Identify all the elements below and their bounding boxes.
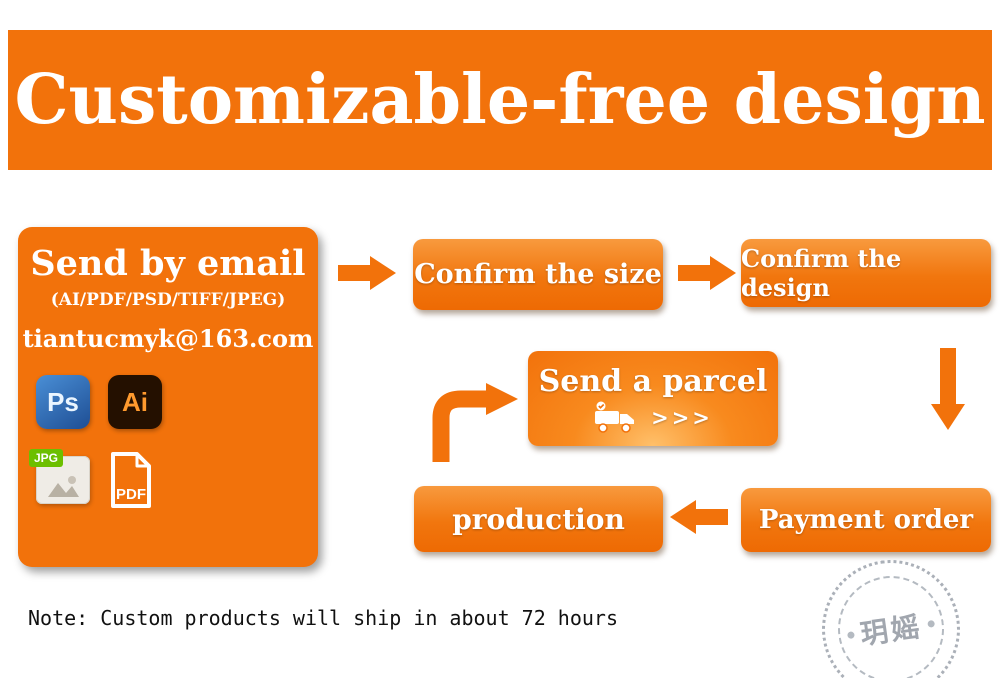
- step-production: production: [414, 486, 663, 552]
- page-title: Customizable-free design: [14, 60, 986, 140]
- arrow-head: [931, 404, 965, 430]
- illustrator-icon-label: Ai: [122, 386, 148, 417]
- arrow-head: [710, 256, 736, 290]
- jpg-file-icon: JPG: [29, 449, 90, 504]
- seal-outer-ring: 玥媱: [813, 551, 969, 678]
- step-confirm-size: Confirm the size: [413, 239, 663, 310]
- step-confirm-size-label: Confirm the size: [414, 259, 662, 290]
- step-payment-order: Payment order: [741, 488, 991, 552]
- seal-text: 玥媱: [858, 609, 925, 652]
- shipping-note: Note: Custom products will ship in about…: [28, 606, 619, 630]
- arrow-down-icon: [931, 348, 965, 430]
- jpg-badge: JPG: [29, 449, 64, 467]
- arrow-shaft: [338, 265, 370, 281]
- step-confirm-design-label: Confirm the design: [741, 244, 902, 302]
- parcel-shipping-row: >>>: [593, 401, 713, 433]
- pdf-file-icon: PDF: [111, 452, 151, 508]
- arrow-right-icon: [678, 256, 736, 290]
- arrow-right-icon: [338, 256, 396, 290]
- arrow-shaft: [678, 265, 710, 281]
- arrow-head: [670, 500, 696, 534]
- arrow-left-icon: [670, 500, 728, 534]
- step-send-parcel: Send a parcel >>>: [528, 351, 778, 446]
- step-production-label: production: [452, 502, 625, 536]
- email-formats-label: (AI/PDF/PSD/TIFF/JPEG): [50, 290, 286, 310]
- seal-dot: [927, 619, 936, 628]
- step-confirm-design: Confirm the design: [741, 239, 991, 307]
- curved-arrow-icon: [432, 383, 518, 462]
- arrow-shaft: [940, 348, 956, 404]
- email-card: Send by email (AI/PDF/PSD/TIFF/JPEG) tia…: [18, 227, 318, 567]
- file-icon-row: JPG PDF: [18, 449, 318, 509]
- header-banner: Customizable-free design: [8, 30, 992, 170]
- app-icon-row: Ps Ai: [18, 375, 318, 429]
- email-address: tiantucmyk@163.com: [22, 324, 314, 353]
- seal-dot: [846, 630, 855, 639]
- photoshop-icon-label: Ps: [47, 386, 79, 417]
- photoshop-icon: Ps: [36, 375, 90, 429]
- parcel-arrows-label: >>>: [651, 404, 713, 430]
- delivery-truck-icon: [595, 401, 635, 433]
- arrow-head: [370, 256, 396, 290]
- step-payment-order-label: Payment order: [758, 505, 974, 535]
- email-card-title: Send by email: [30, 243, 306, 284]
- seal-inner-ring: 玥媱: [831, 569, 951, 678]
- illustrator-icon: Ai: [108, 375, 162, 429]
- jpg-picture-glyph: [48, 476, 79, 497]
- arrow-shaft: [696, 509, 728, 525]
- pdf-icon-label: PDF: [116, 486, 146, 503]
- seal-stamp: 玥媱: [813, 551, 969, 678]
- step-send-parcel-label: Send a parcel: [538, 364, 768, 399]
